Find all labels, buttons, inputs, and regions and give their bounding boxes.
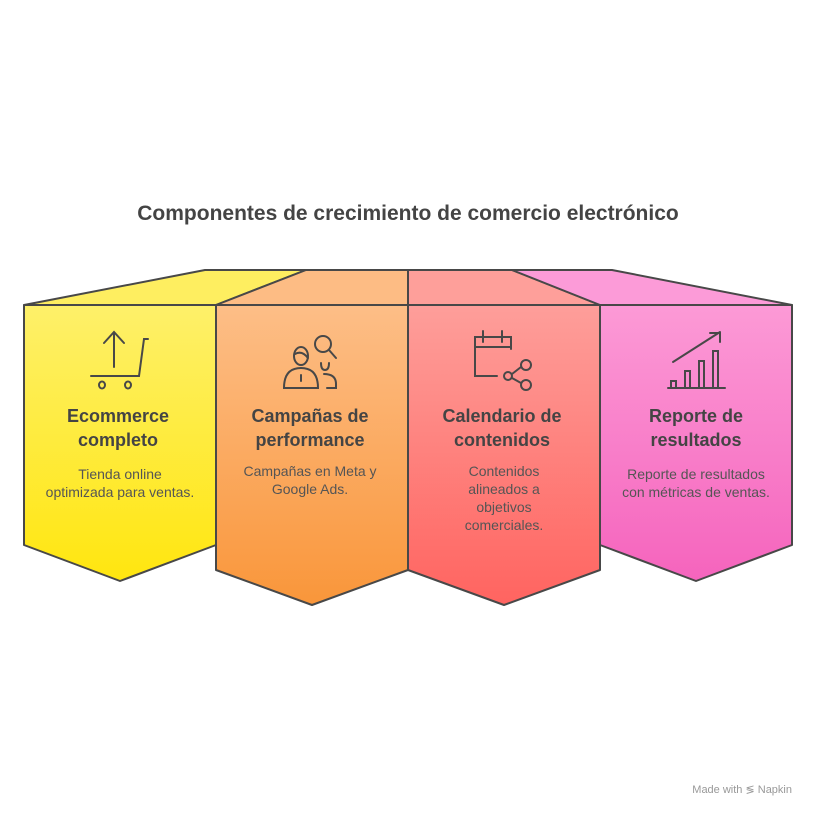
heading-line: resultados: [650, 430, 742, 450]
heading-line: Calendario de: [442, 406, 562, 426]
cart-upload-icon: [90, 330, 149, 390]
heading-line: Ecommerce: [66, 406, 170, 426]
panel-body-2: [215, 304, 409, 606]
heading-line: performance: [255, 430, 365, 450]
panel-2-heading: Campañas de performance: [220, 404, 400, 452]
panel-4-desc: Reporte de resultados con métricas de ve…: [622, 466, 770, 500]
calendar-share-icon: [474, 330, 532, 391]
chart-growth-icon: [667, 331, 726, 389]
panel-2-desc: Campañas en Meta y Google Ads.: [243, 463, 377, 497]
heading-line: Campañas de: [251, 406, 369, 426]
panel-body-1: [23, 304, 217, 582]
heading-line: contenidos: [453, 430, 550, 450]
panel-1-desc: Tienda online optimizada para ventas.: [45, 466, 195, 500]
heading-line: Reporte de: [648, 406, 744, 426]
diagram-title: Componentes de crecimiento de comercio e…: [137, 202, 679, 225]
panel-4-heading: Reporte de resultados: [606, 404, 786, 452]
panel-3-heading: Calendario de contenidos: [412, 404, 592, 452]
panel-body-3: [407, 304, 601, 606]
panel-body-4: [599, 304, 793, 582]
heading-line: completo: [77, 430, 158, 450]
panel-3-desc: Contenidos alineados a objetivos comerci…: [464, 463, 544, 533]
panel-1-heading: Ecommerce completo: [28, 404, 208, 452]
napkin-watermark[interactable]: Made with ≶ Napkin: [692, 784, 792, 796]
people-search-icon: [282, 335, 337, 389]
